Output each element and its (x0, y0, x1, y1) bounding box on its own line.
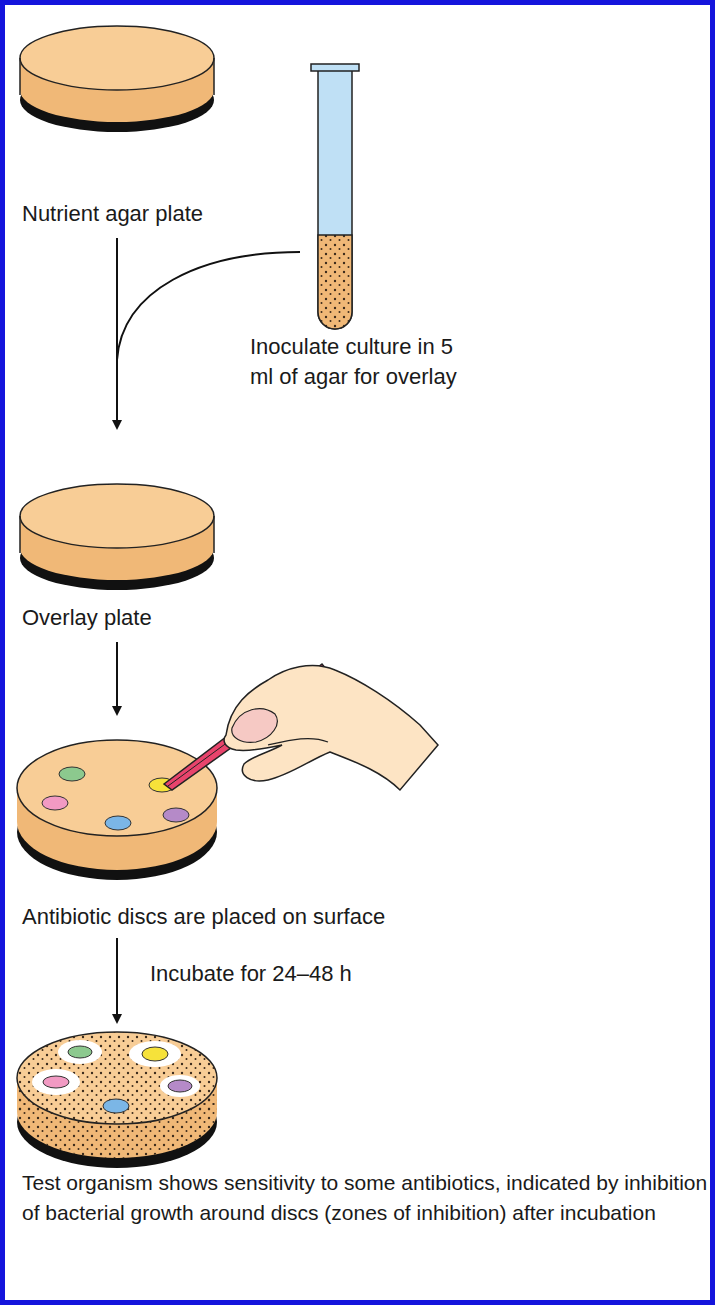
caption-text: Incubate for 24–48 h (150, 959, 510, 989)
flow-arrow (116, 938, 118, 1022)
overlay-plate (20, 484, 214, 590)
caption-text: Overlay plate (22, 603, 322, 633)
hand-with-forceps (164, 664, 438, 790)
caption-text: Nutrient agar plate (22, 199, 322, 229)
test-tube (311, 64, 359, 329)
caption-text: Test organism shows sensitivity to some … (22, 1168, 710, 1228)
frame (3, 3, 713, 1303)
disc-plate (17, 740, 217, 880)
caption-text: Antibiotic discs are placed on surface (22, 902, 582, 932)
caption-text: Inoculate culture in 5 ml of agar for ov… (250, 332, 480, 392)
flow-arrow (116, 238, 118, 428)
agar-plate (20, 26, 214, 132)
incubated-plate (17, 1032, 217, 1168)
flow-arrow (116, 642, 118, 714)
